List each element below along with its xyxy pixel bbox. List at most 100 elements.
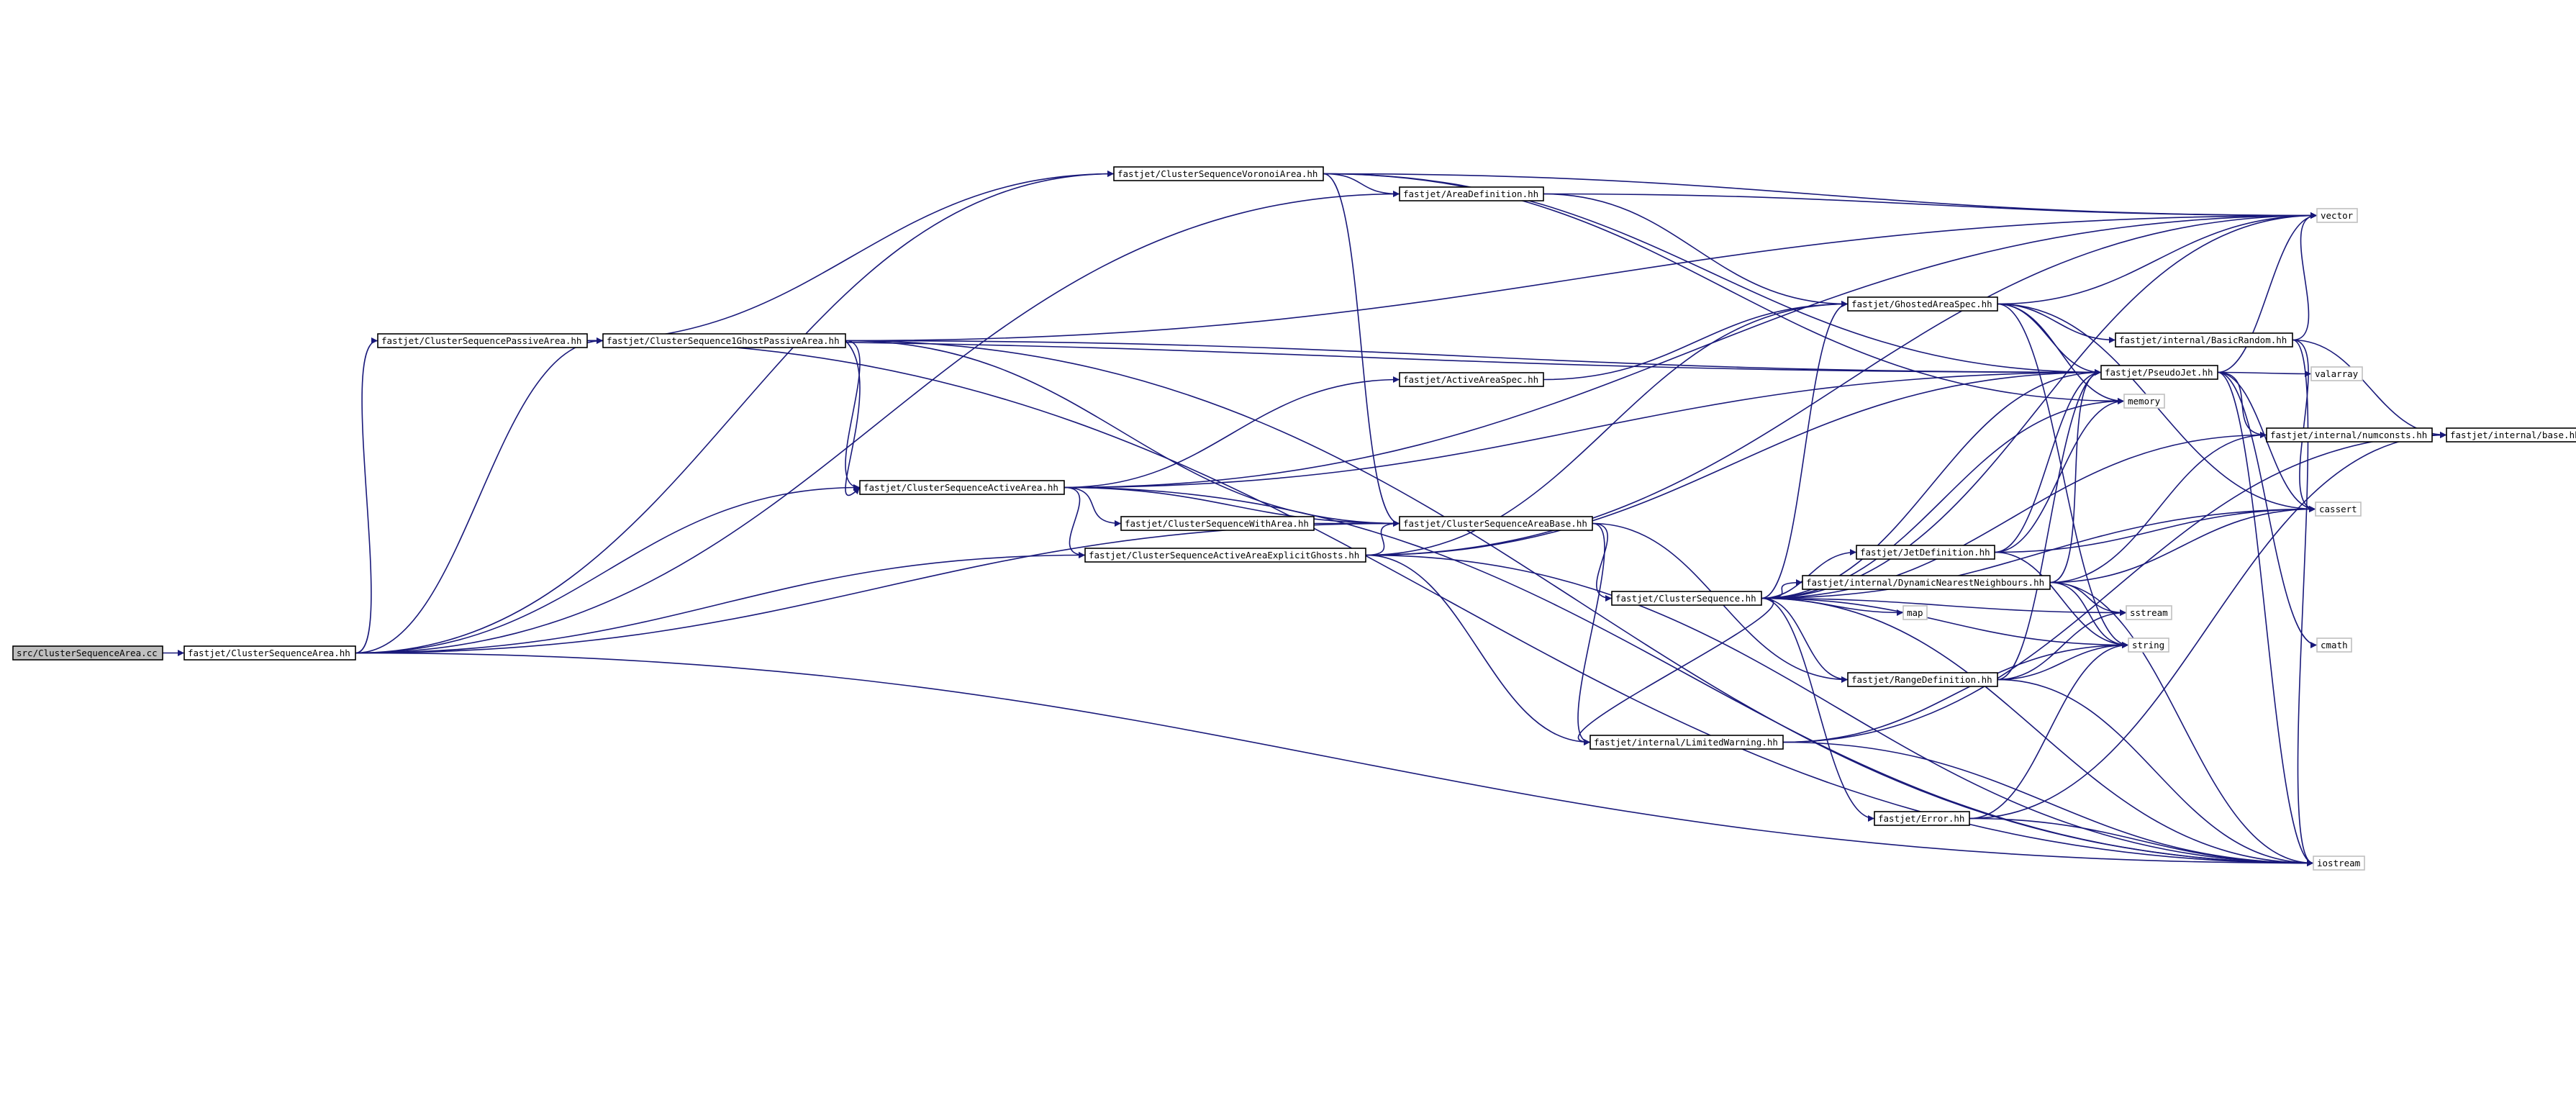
node-box [859,480,1065,495]
edge-cs1gpa-to-csab [845,340,1400,527]
edge-csaaeg-to-vector [1365,212,2318,556]
edge-cs-to-sstream [1761,597,2127,616]
node-label: fastjet/ClusterSequenceActiveAreaExplici… [1089,550,1359,561]
node-label: fastjet/GhostedAreaSpec.hh [1851,299,1992,309]
node-aas[interactable]: fastjet/ActiveAreaSpec.hh [1399,372,1544,387]
node-pj[interactable]: fastjet/PseudoJet.hh [2100,365,2218,380]
edge-dnn-to-iostream [2049,581,2314,866]
node-label: fastjet/ClusterSequenceWithArea.hh [1125,518,1309,529]
edge-gas-to-string [1997,303,2129,648]
edge-cs1gpa-to-vector [845,212,2318,342]
edge-dnn-to-cassert [2049,506,2316,584]
node-sstream[interactable]: sstream [2126,605,2172,620]
edge-cs1gpa-to-pj [845,340,2102,376]
node-box [1399,516,1593,531]
node-box [2115,332,2293,348]
edge-pj-to-vector [2217,212,2318,373]
edge-csaaeg-to-csab [1365,520,1400,556]
edge-cs-to-cassert [1761,506,2316,599]
edge-lw-to-string [1782,642,2129,743]
node-box [2316,638,2352,653]
edge-cs-to-rd [1761,597,1849,683]
node-label: fastjet/ClusterSequenceActiveArea.hh [863,482,1058,493]
node-memory[interactable]: memory [2123,394,2165,409]
edge-cs-to-err [1761,597,1875,822]
node-csa[interactable]: fastjet/ClusterSequenceArea.hh [183,645,356,661]
edge-cs-to-map [1761,597,1904,616]
node-box [1084,548,1366,563]
node-cassert[interactable]: cassert [2315,502,2362,517]
node-cswa[interactable]: fastjet/ClusterSequenceWithArea.hh [1120,516,1315,531]
edge-csa-to-csaa [355,484,861,654]
node-label: fastjet/Error.hh [1878,813,1964,824]
edge-cs-to-gas [1761,301,1849,599]
edge-pj-to-cmath [2217,371,2318,648]
node-rd[interactable]: fastjet/RangeDefinition.hh [1847,672,1998,687]
node-box [602,333,846,348]
node-cspa[interactable]: fastjet/ClusterSequencePassiveArea.hh [377,333,588,348]
node-box [2310,366,2363,381]
node-box [1611,591,1762,606]
node-base[interactable]: fastjet/internal/base.hh [2446,427,2576,443]
node-root[interactable]: src/ClusterSequenceArea.cc [12,645,163,661]
node-cs[interactable]: fastjet/ClusterSequence.hh [1611,591,1762,606]
edge-csab-to-cs [1592,522,1613,602]
node-gas[interactable]: fastjet/GhostedAreaSpec.hh [1847,296,1998,312]
node-box [2266,427,2433,443]
node-box [1902,605,1928,620]
edge-jd-to-cassert [1994,506,2316,553]
node-box [1847,672,1998,687]
edge-br-to-iostream [2292,339,2314,866]
edge-csva-to-ad [1323,173,1400,197]
edge-csaaeg-to-gas [1365,301,1849,556]
node-cs1gpa[interactable]: fastjet/ClusterSequence1GhostPassiveArea… [602,333,846,348]
node-box [1847,296,1998,312]
node-nc[interactable]: fastjet/internal/numconsts.hh [2266,427,2433,443]
node-csab[interactable]: fastjet/ClusterSequenceAreaBase.hh [1399,516,1593,531]
node-map[interactable]: map [1902,605,1928,620]
edge-gas-to-vector [1997,212,2318,305]
node-valarray[interactable]: valarray [2310,366,2363,381]
edge-err-to-base [1969,432,2447,820]
node-cmath[interactable]: cmath [2316,638,2352,653]
edge-csva-to-csab [1323,173,1400,527]
node-label: valarray [2315,368,2359,379]
edge-csaa-to-vector [1063,212,2318,489]
edge-csaa-to-iostream [1063,486,2314,866]
node-err[interactable]: fastjet/Error.hh [1874,811,1970,826]
edge-csaa-to-csab [1063,486,1400,527]
node-label: map [1907,607,1923,618]
edge-cspa-to-pj [586,340,2102,376]
node-label: fastjet/internal/LimitedWarning.hh [1594,737,1778,748]
edge-aas-to-gas [1543,301,1849,381]
node-label: fastjet/ClusterSequenceAreaBase.hh [1403,518,1587,529]
edge-csaaeg-to-lw [1365,554,1591,745]
edge-err-to-iostream [1969,817,2314,866]
node-label: memory [2128,396,2161,407]
edge-err-to-string [1969,642,2129,820]
node-csaa[interactable]: fastjet/ClusterSequenceActiveArea.hh [859,480,1065,495]
node-box [1589,735,1784,750]
edge-rd-to-iostream [1997,679,2314,866]
node-lw[interactable]: fastjet/internal/LimitedWarning.hh [1589,735,1784,750]
node-vector[interactable]: vector [2316,208,2358,223]
node-label: fastjet/ClusterSequencePassiveArea.hh [381,335,581,346]
edge-br-to-cassert [2292,339,2316,512]
node-box [2100,365,2218,380]
node-box [12,645,163,661]
node-csaaeg[interactable]: fastjet/ClusterSequenceActiveAreaExplici… [1084,548,1366,563]
node-box [1399,186,1544,201]
node-ad[interactable]: fastjet/AreaDefinition.hh [1399,186,1544,201]
node-br[interactable]: fastjet/internal/BasicRandom.hh [2115,332,2293,348]
node-dnn[interactable]: fastjet/internal/DynamicNearestNeighbour… [1802,575,2051,590]
node-jd[interactable]: fastjet/JetDefinition.hh [1856,545,1995,560]
node-iostream[interactable]: iostream [2313,856,2365,871]
node-csva[interactable]: fastjet/ClusterSequenceVoronoiArea.hh [1113,166,1324,181]
node-box [1874,811,1970,826]
edge-cs-to-nc [1761,432,2267,599]
edge-csa-to-ad [355,191,1400,654]
node-box [183,645,356,661]
edge-gas-to-br [1997,303,2116,343]
node-string[interactable]: string [2128,638,2169,653]
edge-csa-to-csaaeg [355,552,1086,654]
